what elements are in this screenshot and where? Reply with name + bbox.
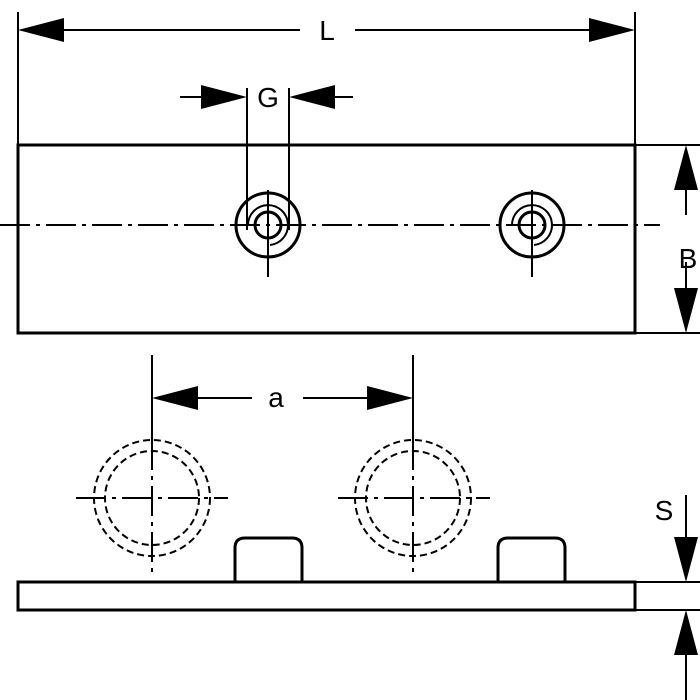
plate-side-view <box>16 580 637 612</box>
boss-right <box>496 536 567 582</box>
pipe-left-hidden <box>76 439 228 575</box>
boss-left <box>233 536 304 582</box>
dimension-width: B <box>635 144 700 334</box>
label-thickness: S <box>655 495 674 526</box>
dimension-thickness: S <box>635 495 700 700</box>
label-width: B <box>679 243 698 274</box>
dimension-length: L <box>17 12 636 145</box>
label-spacing: a <box>268 382 284 413</box>
plate-top-view <box>16 143 637 335</box>
label-length: L <box>319 15 335 46</box>
threaded-hole-left <box>234 190 302 277</box>
threaded-hole-right <box>498 190 566 277</box>
dimension-spacing: a <box>151 355 414 440</box>
dimension-thread: G <box>180 82 353 230</box>
pipe-right-hidden <box>338 439 490 575</box>
label-thread: G <box>257 82 279 113</box>
